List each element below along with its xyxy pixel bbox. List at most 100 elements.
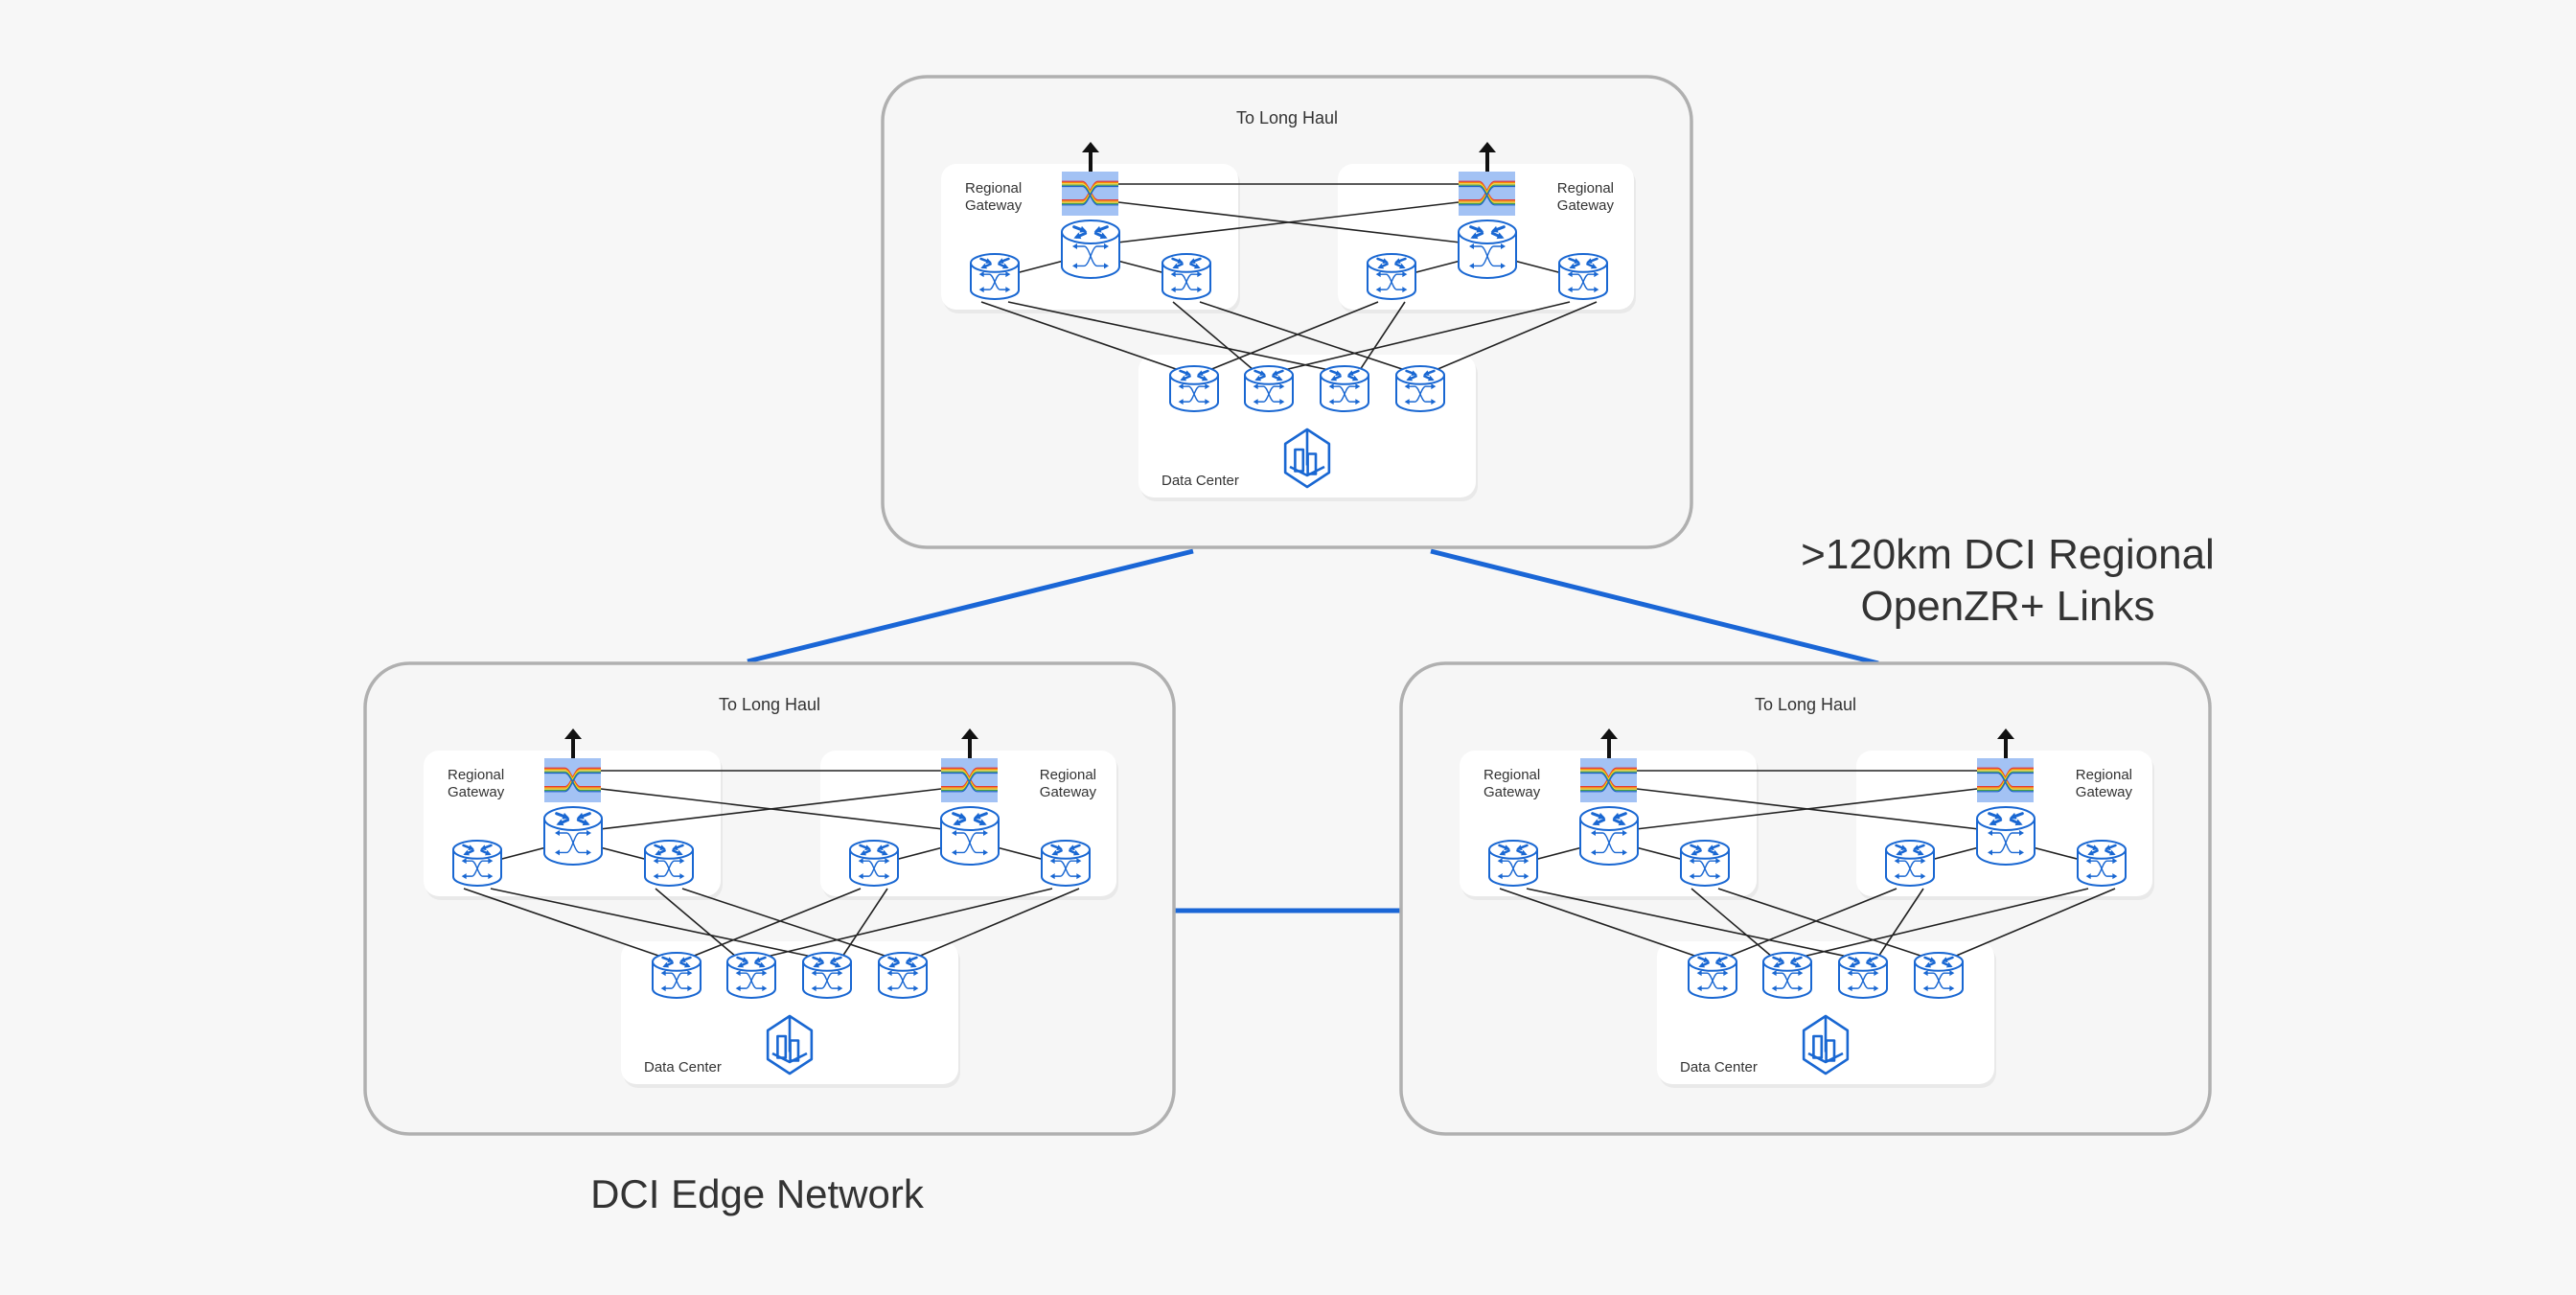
router-icon — [1244, 365, 1294, 412]
router-icon — [1041, 840, 1091, 887]
uplink-label: To Long Haul — [1236, 108, 1338, 127]
datacenter-card — [621, 941, 958, 1084]
edge-datacenter-link — [1007, 301, 1330, 371]
dci-links — [747, 548, 1879, 913]
data-center-icon — [1802, 1014, 1850, 1075]
gateway-label: Regional — [1484, 767, 1540, 783]
data-center-icon — [1283, 428, 1331, 489]
gateway-label: Gateway — [1557, 197, 1615, 214]
site-top: To Long HaulRegionalGatewayRegionalGatew… — [881, 75, 1693, 549]
router-icon — [1061, 220, 1120, 279]
gateway-label: Gateway — [2076, 784, 2133, 800]
edge-datacenter-link — [1359, 301, 1406, 371]
regional-links-caption-line1: >120km DCI Regional — [1801, 531, 2215, 578]
edge-datacenter-link — [1953, 888, 2116, 958]
edge-datacenter-link — [1172, 301, 1254, 371]
switch-core-link — [1635, 788, 1978, 830]
gateway-label: Regional — [1557, 180, 1614, 197]
gateway-label: Regional — [2076, 767, 2132, 783]
edge-datacenter-link — [917, 888, 1080, 958]
gateway-label: Gateway — [1040, 784, 1097, 800]
internal-links — [463, 770, 1080, 958]
uplink-arrow-icon — [1600, 728, 1618, 758]
router-icon — [849, 840, 899, 887]
internal-links — [1499, 770, 2116, 958]
edge-datacenter-link — [1435, 301, 1598, 371]
edge-datacenter-link — [1727, 888, 1898, 958]
edge-datacenter-link — [766, 888, 1053, 958]
router-icon — [1458, 220, 1517, 279]
router-icon — [1579, 806, 1639, 866]
optical-switch-icon — [544, 758, 601, 802]
router-icon — [1688, 952, 1737, 999]
core-edge-link — [1412, 260, 1461, 274]
edge-datacenter-link — [1877, 888, 1924, 958]
router-icon — [1762, 952, 1812, 999]
core-edge-link — [894, 846, 944, 861]
edge-datacenter-link — [980, 301, 1180, 371]
edge-datacenter-link — [490, 888, 813, 958]
edge-datacenter-link — [1717, 888, 1924, 958]
router-icon — [1976, 806, 2036, 866]
site-bottom-right: To Long HaulRegionalGatewayRegionalGatew… — [1399, 661, 2212, 1136]
datacenter-label: Data Center — [644, 1059, 722, 1075]
gateway-label: Regional — [448, 767, 504, 783]
edge-datacenter-link — [1199, 301, 1406, 371]
core-edge-link — [1930, 846, 1980, 861]
router-icon — [1680, 840, 1730, 887]
uplink-label: To Long Haul — [1755, 695, 1856, 714]
core-edge-link — [1015, 260, 1065, 274]
router-icon — [726, 952, 776, 999]
core-edge-link — [497, 846, 547, 861]
router-icon — [1395, 365, 1445, 412]
edge-datacenter-link — [655, 888, 737, 958]
router-icon — [878, 952, 928, 999]
uplink-arrow-icon — [961, 728, 978, 758]
uplink-arrow-icon — [564, 728, 582, 758]
router-icon — [1914, 952, 1964, 999]
router-icon — [940, 806, 1000, 866]
router-icon — [1885, 840, 1935, 887]
gateway-label: Regional — [1040, 767, 1096, 783]
uplink-arrow-icon — [1997, 728, 2014, 758]
router-icon — [1838, 952, 1888, 999]
router-icon — [1488, 840, 1538, 887]
datacenter-label: Data Center — [1680, 1059, 1758, 1075]
edge-datacenter-link — [691, 888, 862, 958]
switch-core-link — [599, 788, 942, 830]
optical-switch-icon — [1459, 172, 1515, 216]
router-icon — [1558, 253, 1608, 300]
datacenter-label: Data Center — [1162, 473, 1239, 489]
core-edge-link — [599, 846, 649, 861]
core-edge-link — [996, 846, 1046, 861]
optical-switch-icon — [1580, 758, 1637, 802]
optical-switch-icon — [1977, 758, 2034, 802]
gateway-label: Gateway — [448, 784, 505, 800]
edge-datacenter-link — [1802, 888, 2089, 958]
optical-switch-icon — [1062, 172, 1118, 216]
edge-datacenter-link — [1690, 888, 1773, 958]
core-edge-link — [2032, 846, 2082, 861]
router-icon — [1367, 253, 1416, 300]
core-edge-link — [1513, 260, 1563, 274]
edge-datacenter-link — [1526, 888, 1849, 958]
dci-link — [747, 548, 1194, 664]
edge-datacenter-link — [1499, 888, 1698, 958]
site-bottom-left: To Long HaulRegionalGatewayRegionalGatew… — [363, 661, 1176, 1136]
edge-datacenter-link — [1283, 301, 1571, 371]
uplink-arrow-icon — [1479, 142, 1496, 172]
router-icon — [2077, 840, 2127, 887]
gateway-label: Gateway — [965, 197, 1023, 214]
regional-links-caption-line2: OpenZR+ Links — [1860, 583, 2155, 630]
gateway-label: Gateway — [1484, 784, 1541, 800]
router-icon — [1169, 365, 1219, 412]
sites: To Long HaulRegionalGatewayRegionalGatew… — [363, 75, 2212, 1136]
datacenter-card — [1657, 941, 1994, 1084]
core-edge-link — [1116, 260, 1166, 274]
uplink-arrow-icon — [1082, 142, 1099, 172]
edge-datacenter-link — [681, 888, 888, 958]
edge-network-caption: DCI Edge Network — [590, 1171, 924, 1216]
router-icon — [452, 840, 502, 887]
router-icon — [652, 952, 702, 999]
